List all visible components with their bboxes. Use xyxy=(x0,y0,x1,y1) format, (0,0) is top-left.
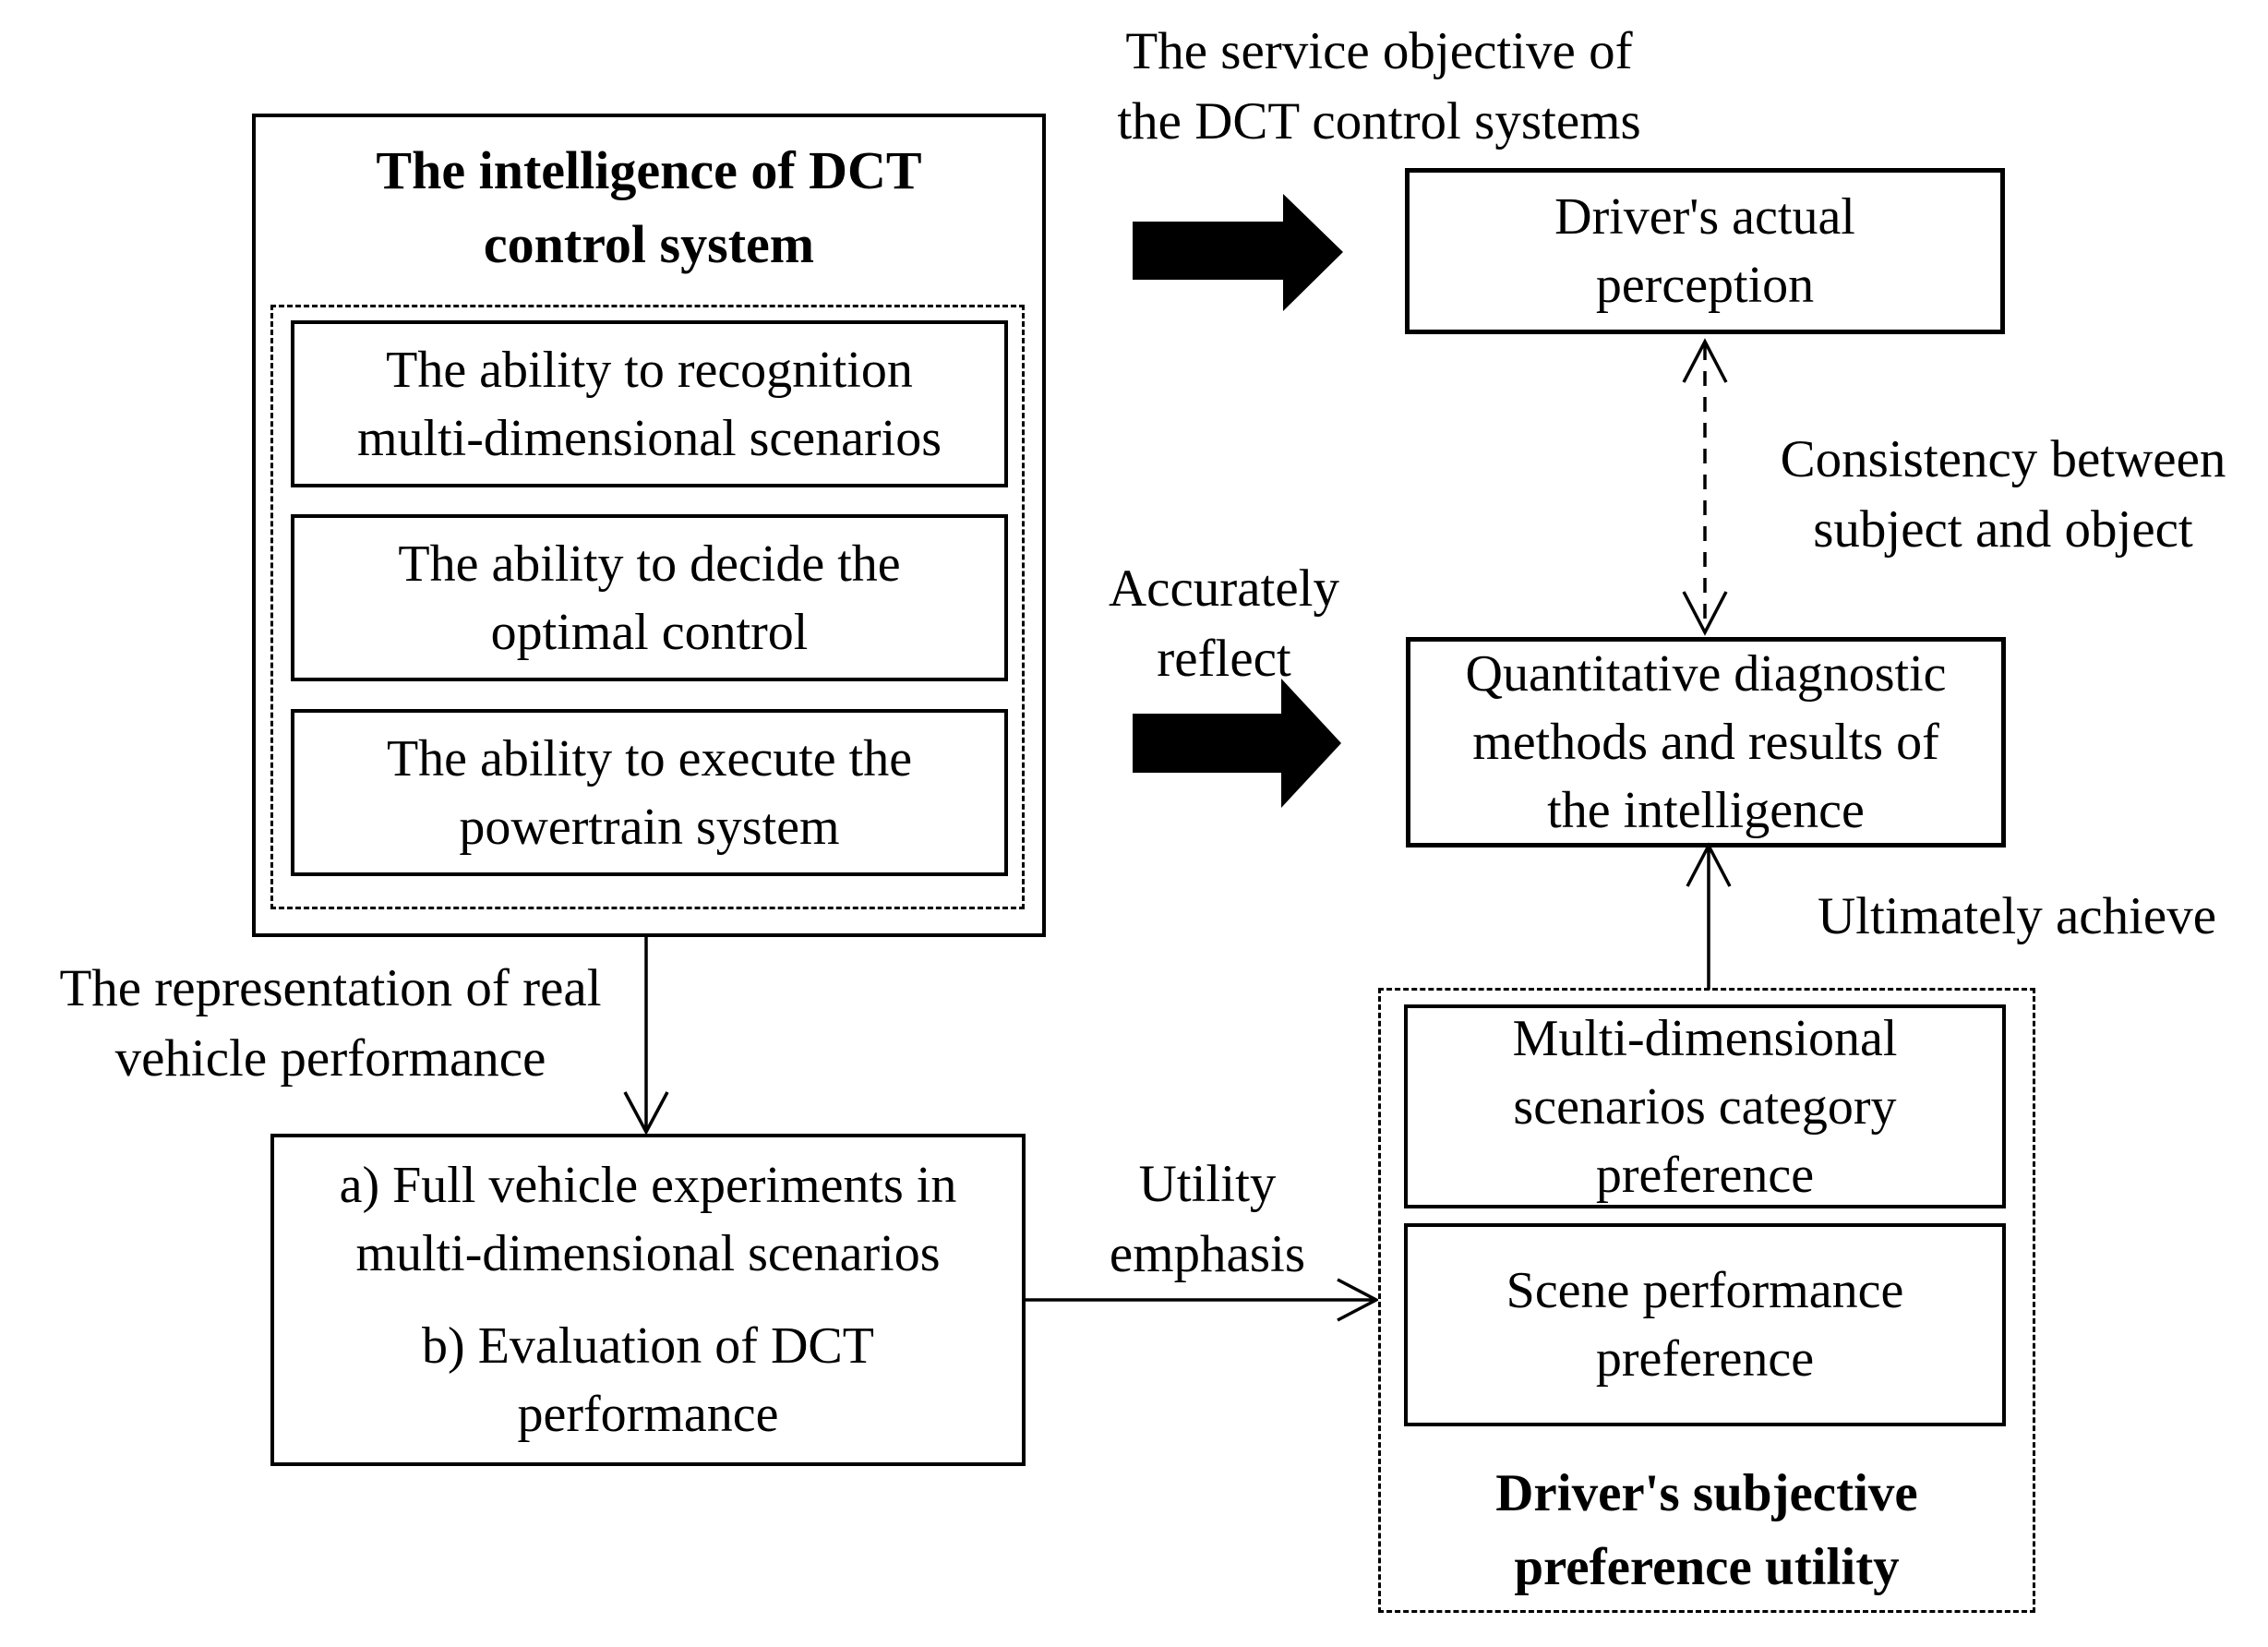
utility-emphasis-arrow-icon xyxy=(1026,1278,1378,1322)
ultimately-achieve-label: Ultimately achieve xyxy=(1817,887,2217,945)
consistency-dashed-arrow-icon xyxy=(1682,338,1728,636)
ability-decision-box: The ability to decide the optimal contro… xyxy=(291,514,1008,681)
ability-execution-box: The ability to execute the powertrain sy… xyxy=(291,709,1008,876)
scenario-category-preference-box: Multi-dimensional scenarios category pre… xyxy=(1404,1004,2006,1208)
experiments-item-a: a) Full vehicle experiments in multi-dim… xyxy=(339,1157,957,1282)
intelligence-outer-box xyxy=(252,114,1046,937)
preference-utility-title: Driver's subjective preference utility xyxy=(1495,1464,1918,1596)
service-objective-label: The service objective of the DCT control… xyxy=(1117,22,1641,150)
intelligence-title: The intelligence of DCT control system xyxy=(376,140,922,274)
experiments-box: a) Full vehicle experiments in multi-dim… xyxy=(270,1134,1026,1466)
consistency-label: Consistency between subject and object xyxy=(1780,430,2226,559)
driver-perception-box: Driver's actual perception xyxy=(1405,168,2005,334)
accurately-reflect-fat-arrow-icon xyxy=(1133,679,1341,808)
real-performance-arrow-icon xyxy=(623,937,669,1136)
ultimately-achieve-arrow-icon xyxy=(1686,842,1732,990)
scene-performance-preference-box: Scene performance preference xyxy=(1404,1223,2006,1426)
preference-utility-dashed-box xyxy=(1378,988,2035,1613)
representation-label: The representation of real vehicle perfo… xyxy=(59,959,602,1088)
quantitative-diagnostic-box: Quantitative diagnostic methods and resu… xyxy=(1406,637,2006,848)
abilities-dashed-group-box xyxy=(270,305,1025,909)
accurately-reflect-label: Accurately reflect xyxy=(1108,559,1339,688)
experiments-item-b: b) Evaluation of DCT performance xyxy=(422,1317,874,1443)
utility-emphasis-label: Utility emphasis xyxy=(1109,1155,1306,1283)
service-objective-fat-arrow-icon xyxy=(1133,194,1343,311)
ability-recognition-box: The ability to recognition multi-dimensi… xyxy=(291,320,1008,487)
